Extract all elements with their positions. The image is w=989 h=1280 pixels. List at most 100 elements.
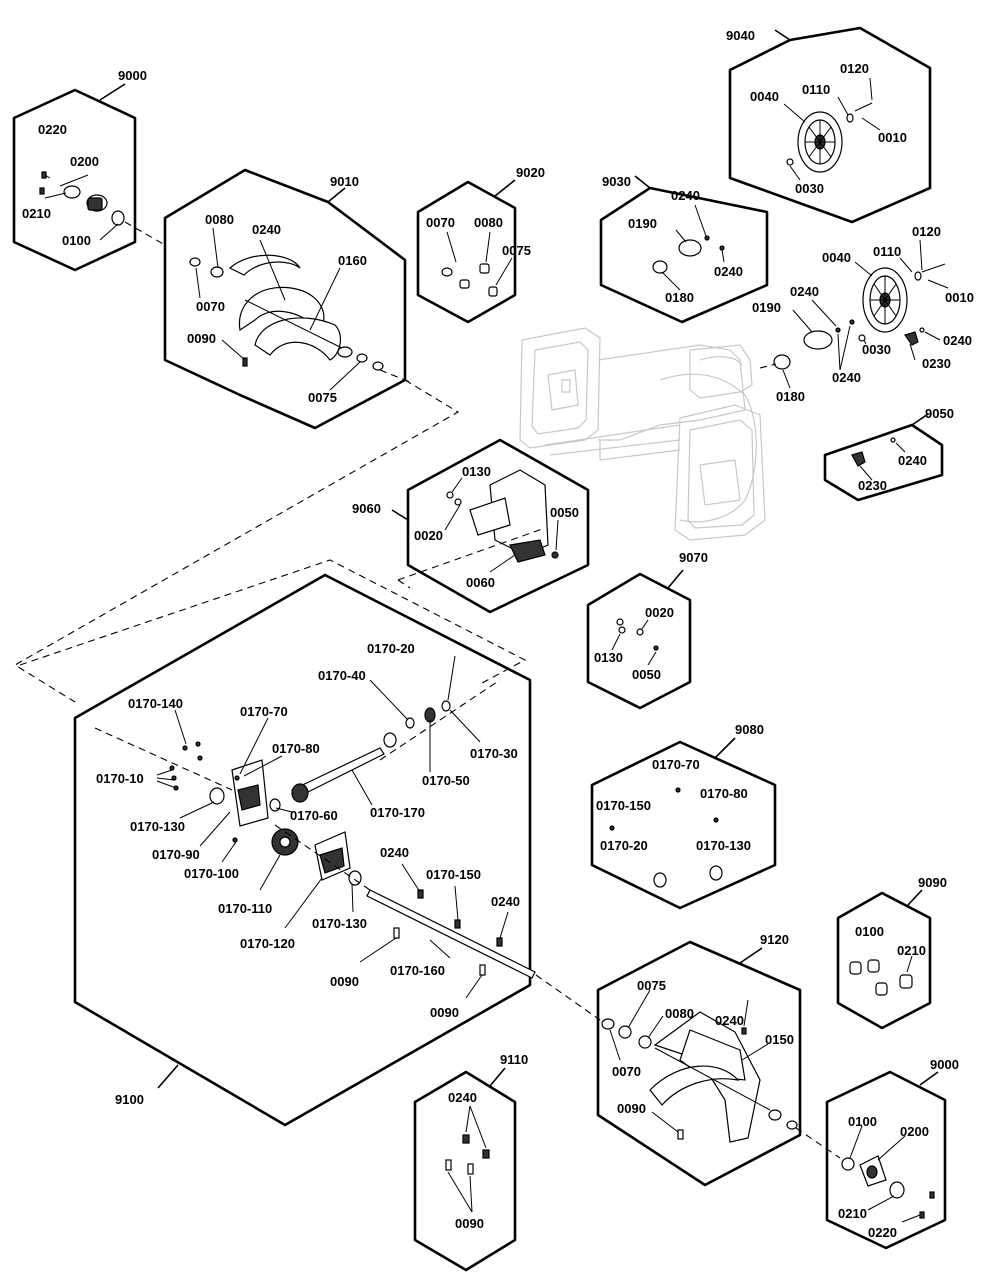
kit-9060-outline (406, 438, 590, 614)
kit-9110-outline (413, 1070, 517, 1272)
part-label: 0130 (594, 650, 623, 665)
part-label: 0180 (665, 290, 694, 305)
kit-9040: 9040 0120 0040 0110 0010 0030 (726, 26, 932, 224)
part-label: 0240 (898, 453, 927, 468)
part-label: 0100 (848, 1114, 877, 1129)
kit-label: 9050 (925, 406, 954, 421)
part-label: 0170-140 (128, 696, 183, 711)
part-label: 0170-40 (318, 668, 366, 683)
part-label: 0240 (715, 1013, 744, 1028)
part-label: 0020 (414, 528, 443, 543)
kit-label: 9030 (602, 174, 631, 189)
part-label: 0170-90 (152, 847, 200, 862)
part-label: 0020 (645, 605, 674, 620)
part-label: 0170-130 (130, 819, 185, 834)
part-label: 0170-80 (272, 741, 320, 756)
kit-label: 9070 (679, 550, 708, 565)
part-label: 0240 (380, 845, 409, 860)
kit-9000-bottom-outline (825, 1070, 947, 1250)
part-label: 0170-10 (96, 771, 144, 786)
part-label: 0200 (70, 154, 99, 169)
kit-9000-bottom: 9000 0100 0200 0210 0220 (825, 1057, 959, 1250)
part-label: 0150 (765, 1032, 794, 1047)
part-label: 0040 (822, 250, 851, 265)
part-label: 0080 (474, 215, 503, 230)
part-label: 0130 (462, 464, 491, 479)
auger-housing-outline (519, 327, 766, 541)
part-label: 0170-70 (652, 757, 700, 772)
kit-9070-outline (586, 572, 692, 710)
part-label: 0170-60 (290, 808, 338, 823)
part-label: 0100 (855, 924, 884, 939)
part-label: 0170-120 (240, 936, 295, 951)
part-label: 0170-110 (218, 901, 272, 916)
part-label: 0050 (550, 505, 579, 520)
part-label: 0160 (338, 253, 367, 268)
part-label: 0220 (868, 1225, 897, 1240)
part-label: 0030 (862, 342, 891, 357)
part-label: 0010 (878, 130, 907, 145)
kit-label: 9110 (500, 1052, 528, 1067)
part-label: 0170-30 (470, 746, 518, 761)
part-label: 0170-150 (596, 798, 651, 813)
part-label: 0240 (790, 284, 819, 299)
part-label: 0080 (665, 1006, 694, 1021)
part-label: 0080 (205, 212, 234, 227)
part-label: 0090 (187, 331, 216, 346)
kit-9100: 9100 (73, 573, 536, 1127)
kit-label: 9080 (735, 722, 764, 737)
part-label: 0090 (455, 1216, 484, 1231)
kit-9060: 9060 0130 0050 0020 0060 (352, 438, 590, 614)
kit-9120: 9120 0075 0240 0080 0150 0070 0090 (535, 932, 841, 1187)
part-label: 0070 (426, 215, 455, 230)
part-label: 0090 (617, 1101, 646, 1116)
kit-label: 9100 (115, 1092, 144, 1107)
part-label: 0170-170 (370, 805, 425, 820)
kit-9110: 9110 0240 0090 (413, 1052, 528, 1272)
part-label: 0240 (832, 370, 861, 385)
kit-9080: 9080 0170-70 0170-150 0170-80 0170-20 01… (590, 722, 777, 910)
part-label: 0170-100 (184, 866, 239, 881)
part-label: 0190 (628, 216, 657, 231)
part-label: 0170-80 (700, 786, 748, 801)
part-label: 0170-50 (422, 773, 470, 788)
part-label: 0220 (38, 122, 67, 137)
kit-9090: 9090 0100 0210 (836, 875, 947, 1030)
part-label: 0210 (897, 943, 926, 958)
kit-label: 9040 (726, 28, 755, 43)
part-label: 0240 (448, 1090, 477, 1105)
part-label: 0170-150 (426, 867, 481, 882)
part-label: 0170-70 (240, 704, 288, 719)
part-label: 0060 (466, 575, 495, 590)
part-label: 0075 (308, 390, 337, 405)
part-label: 0230 (922, 356, 951, 371)
part-label: 0210 (22, 206, 51, 221)
kit-9020: 9020 0070 0080 0075 (416, 165, 545, 324)
part-label: 0110 (802, 82, 830, 97)
kit-label: 9060 (352, 501, 381, 516)
part-label: 0200 (900, 1124, 929, 1139)
part-label: 0090 (430, 1005, 459, 1020)
kit-label: 9000 (118, 68, 147, 83)
part-label: 0070 (196, 299, 225, 314)
kit-label: 9000 (930, 1057, 959, 1072)
kit-9080-outline (590, 740, 777, 910)
part-label: 0180 (776, 389, 805, 404)
part-label: 0075 (637, 978, 666, 993)
part-label: 0090 (330, 974, 359, 989)
part-label: 0070 (612, 1064, 641, 1079)
part-label: 0170-20 (600, 838, 648, 853)
part-label: 0120 (912, 224, 941, 239)
kit-label: 9020 (516, 165, 545, 180)
part-label: 0230 (858, 478, 887, 493)
part-label: 0240 (491, 894, 520, 909)
part-label: 0010 (945, 290, 974, 305)
kit-9120-outline (596, 940, 802, 1187)
part-label: 0075 (502, 243, 531, 258)
part-label: 0170-130 (312, 916, 367, 931)
part-label: 0170-160 (390, 963, 445, 978)
kit-9010: 9010 0080 0240 0160 0070 0090 0075 (163, 168, 411, 430)
part-label: 0050 (632, 667, 661, 682)
part-label: 0120 (840, 61, 869, 76)
